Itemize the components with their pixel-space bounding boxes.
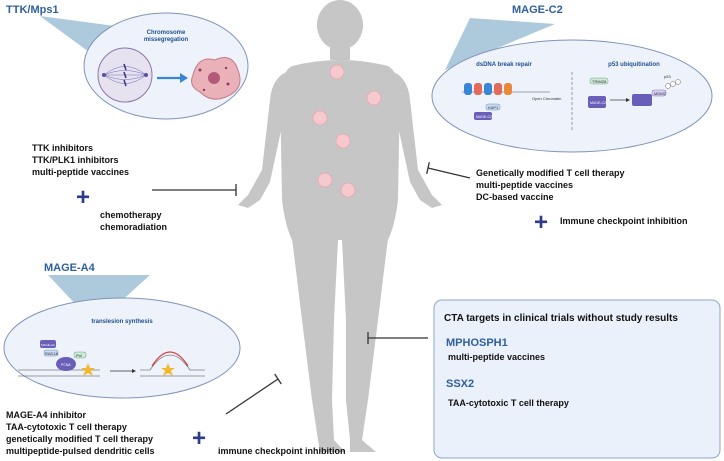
- tumor-spot: [340, 182, 356, 198]
- cta-therapy: TAA-cytotoxic T cell therapy: [448, 398, 569, 408]
- magea4-inset-label: translesion synthesis: [91, 319, 153, 325]
- lesion-star-icon: [81, 363, 95, 376]
- magec2-therapy: multi-peptide vaccines: [476, 180, 573, 190]
- body-neck: [330, 44, 350, 60]
- magec2-inhibition-arrow: [426, 162, 471, 179]
- cta-target: MPHOSPH1: [446, 337, 508, 349]
- body-arm-left: [238, 70, 292, 208]
- magec2-box-a4: [40, 340, 56, 348]
- ttk-combo: chemoradiation: [100, 222, 167, 232]
- ttk-title: TTK/Mps1: [6, 4, 59, 16]
- pol-box: [73, 351, 87, 359]
- trim28-protein: [589, 77, 609, 85]
- rad18-label: RAD18: [45, 351, 59, 356]
- pcna-label: PCNA: [61, 363, 71, 367]
- ttk-therapy: TTK/PLK1 inhibitors: [32, 155, 119, 165]
- nucleosomes: [462, 83, 550, 95]
- body-leg-left: [292, 238, 345, 452]
- body-arm-right: [388, 70, 442, 208]
- body-torso: [280, 60, 400, 240]
- open-chromatin-label: Open Chromatin: [532, 96, 561, 101]
- p53-label: p53: [664, 74, 671, 79]
- trim28-label: TRIM28: [592, 79, 607, 84]
- magec2-protein-left: [474, 112, 492, 120]
- magec2-panel-left: dsDNA break repair: [476, 62, 532, 68]
- ttk-arrow: [157, 73, 188, 83]
- magea4-title: MAGE-A4: [44, 262, 96, 274]
- pcna-ring: [56, 357, 76, 371]
- magea4-inhibition-arrow: [225, 373, 282, 415]
- magea4-therapy: genetically modified T cell therapy: [6, 434, 153, 444]
- mdm2-label: MDM2: [654, 91, 667, 96]
- ubiquitin-chain: [665, 79, 681, 89]
- magea4-plus-icon: +: [192, 425, 206, 452]
- magec2-combo: Immune checkpoint inhibition: [560, 216, 688, 226]
- rad18-box: [43, 349, 59, 357]
- magec2-inset: [431, 39, 713, 153]
- tumor-spots: [312, 64, 382, 198]
- magea4-therapy: MAGE-A4 inhibitor: [6, 410, 86, 420]
- magec2-protein-label-2: MAGE-C2: [590, 101, 606, 105]
- tumor-spot: [366, 90, 382, 106]
- magea4-inset: [3, 297, 241, 399]
- magea4-therapy: multipeptide-pulsed dendritic cells: [6, 446, 155, 456]
- aneuploid-cell: [191, 57, 241, 100]
- dividing-cell: [97, 47, 153, 103]
- magec2-complex: [632, 94, 652, 106]
- tumor-spot: [317, 172, 333, 188]
- cta-box-title: CTA targets in clinical trials without s…: [444, 313, 678, 324]
- ttk-inset-label-2: missegregation: [144, 37, 189, 43]
- ttk-combo: chemotherapy: [100, 210, 162, 220]
- tumor-spot: [312, 110, 328, 126]
- ttk-therapy: multi-peptide vaccines: [32, 167, 129, 177]
- body-leg-right: [342, 238, 388, 452]
- mdm2-protein: [651, 89, 667, 97]
- ttk-inset-label-1: Chromosome: [147, 30, 186, 36]
- dna-strand-right: [140, 354, 205, 377]
- ttk-therapy: TTK inhibitors: [32, 143, 93, 153]
- cta-therapy: multi-peptide vaccines: [448, 352, 545, 362]
- tumor-spot: [329, 64, 345, 80]
- cta-target: SSX2: [446, 378, 474, 390]
- pol-label: Pol: [76, 353, 82, 358]
- kap1-label: KAP1: [488, 105, 499, 110]
- cta-box: [433, 299, 721, 459]
- ttk-plus-icon: +: [76, 184, 90, 211]
- magec2-plus-icon: +: [534, 209, 548, 236]
- magec2-box-label: MAGE-C2: [41, 343, 55, 347]
- cta-inhibition-arrow: [367, 332, 428, 344]
- ttk-inhibition-arrow: [152, 184, 237, 196]
- tumor-spot: [335, 133, 351, 149]
- magec2-protein-label: MAGE-C2: [476, 115, 492, 119]
- magec2-panel-right: p53 ubiquitination: [608, 62, 660, 68]
- magec2-title: MAGE-C2: [512, 4, 563, 16]
- magea4-therapy: TAA-cytotoxic T cell therapy: [6, 422, 127, 432]
- cta-targets-panel: CTA targets in clinical trials without s…: [433, 299, 721, 459]
- kap1-protein: [485, 103, 501, 111]
- human-body: [238, 0, 442, 452]
- magec2-therapy: Genetically modified T cell therapy: [476, 168, 625, 178]
- lesion-star-icon-2: [161, 363, 175, 376]
- magea4-combo: immune checkpoint inhibition: [218, 446, 346, 456]
- bypass-strand: [151, 351, 189, 367]
- magec2-therapy: DC-based vaccine: [476, 192, 554, 202]
- magec2-protein-right: [588, 96, 606, 108]
- body-head: [317, 0, 363, 50]
